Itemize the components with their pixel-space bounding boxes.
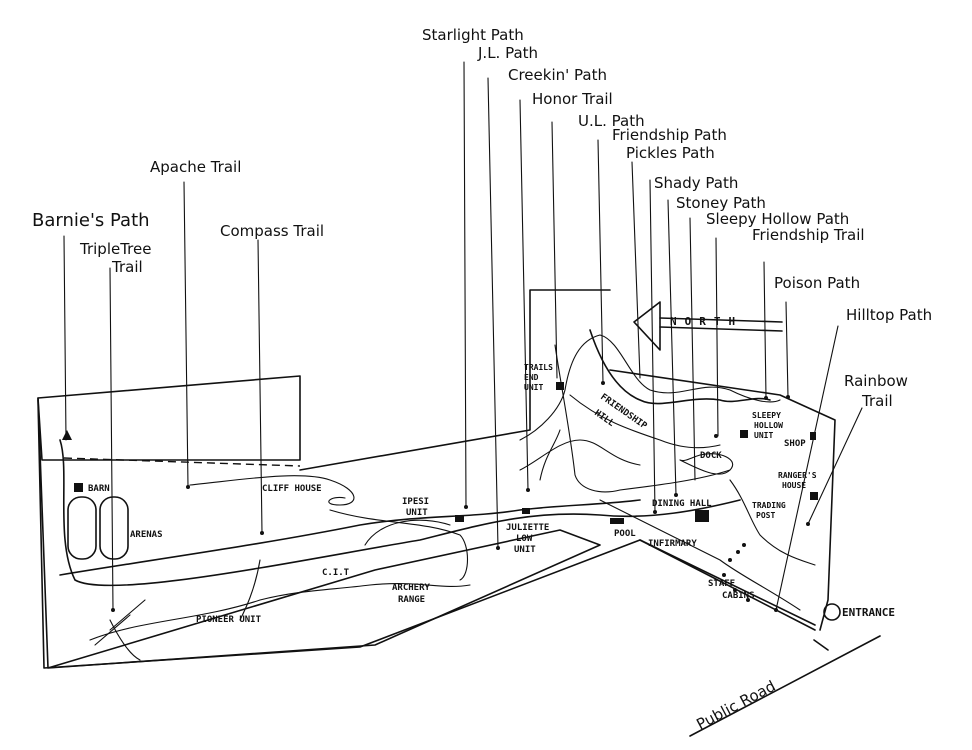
arenas [67, 496, 129, 560]
place-infirmary: INFIRMARY [648, 539, 697, 549]
place-trading-line2: POST [756, 511, 775, 520]
ipesi-building [455, 515, 464, 522]
place-ipesi-line1: IPESI [402, 497, 429, 507]
place-sleepy-hollow-line2: HOLLOW [754, 421, 783, 430]
trail-stoney-path: Stoney Path [676, 194, 766, 212]
place-trails-end-line1: TRAILS [524, 363, 553, 372]
trail-pickles-path: Pickles Path [626, 144, 715, 162]
trail-ul-path: U.L. Path [578, 112, 645, 130]
place-sleepy-hollow-line3: UNIT [754, 431, 773, 440]
place-dining-hall: DINING HALL [652, 499, 712, 509]
place-labels: BARN ARENAS CLIFF HOUSE C.I.T PIONEER UN… [88, 363, 817, 625]
shop-building [810, 432, 816, 440]
place-cit: C.I.T [322, 568, 350, 578]
public-road: Public Road [689, 635, 881, 737]
trail-compass-trail: Compass Trail [220, 222, 324, 240]
place-cliff-house: CLIFF HOUSE [262, 484, 322, 494]
place-archery-line1: ARCHERY [392, 583, 431, 593]
trail-apache-trail: Apache Trail [150, 158, 241, 176]
pool-building [610, 518, 624, 524]
place-dock: DOCK [700, 451, 722, 461]
barn-building [74, 483, 83, 492]
entrance-marker: ENTRANCE [823, 603, 895, 621]
trail-rainbow-line2: Trail [861, 392, 893, 410]
entrance-label: ENTRANCE [842, 606, 895, 619]
place-staff-line1: STAFF [708, 579, 735, 589]
trails-end-building [556, 382, 564, 390]
place-sleepy-hollow-line1: SLEEPY [752, 411, 781, 420]
place-juliette-line1: JULIETTE [506, 523, 549, 533]
trail-jl-path: J.L. Path [477, 44, 538, 62]
trail-creekin-path: Creekin' Path [508, 66, 607, 84]
north-label: NORTH [670, 315, 743, 328]
place-arenas: ARENAS [130, 530, 163, 540]
place-shop: SHOP [784, 439, 806, 449]
trail-labels: Starlight Path J.L. Path Creekin' Path H… [32, 26, 932, 410]
trail-starlight-path: Starlight Path [422, 26, 524, 44]
trail-sleepy-hollow-path: Sleepy Hollow Path [706, 210, 849, 228]
dining-hall-building [695, 510, 709, 522]
place-friendship-hill-line2: HILL [592, 408, 616, 429]
trail-barnies-path: Barnie's Path [32, 210, 150, 231]
place-juliette-line2: LOW [516, 534, 533, 544]
trail-poison-path: Poison Path [774, 274, 860, 292]
building-markers [62, 381, 818, 612]
place-rangers-line2: HOUSE [782, 481, 806, 490]
place-barn: BARN [88, 484, 110, 494]
place-rangers-line1: RANGER'S [778, 471, 817, 480]
leader-lines [63, 61, 863, 611]
trail-rainbow-line1: Rainbow [844, 372, 908, 390]
trail-tripletree-line2: Trail [111, 258, 143, 276]
trail-shady-path: Shady Path [654, 174, 738, 192]
property-boundary [37, 289, 836, 669]
public-road-label: Public Road [693, 677, 778, 734]
trail-friendship-trail: Friendship Trail [752, 226, 865, 244]
trail-tripletree-line1: TripleTree [79, 240, 151, 258]
place-staff-line2: CABINS [722, 591, 755, 601]
trail-honor-trail: Honor Trail [532, 90, 613, 108]
place-juliette-line3: UNIT [514, 545, 536, 555]
rangers-building [810, 492, 818, 500]
north-arrow-icon: NORTH [633, 301, 783, 351]
place-pool: POOL [614, 529, 636, 539]
creek [589, 329, 771, 405]
place-archery-line2: RANGE [398, 595, 425, 605]
trail-friendship-path: Friendship Path [612, 126, 727, 144]
camp-roads [59, 334, 816, 661]
place-ipesi-line2: UNIT [406, 508, 428, 518]
trail-hilltop-path: Hilltop Path [846, 306, 932, 324]
place-pioneer-unit: PIONEER UNIT [196, 615, 262, 625]
place-trails-end-line2: END [524, 373, 539, 382]
sleepy-hollow-building [740, 430, 748, 438]
juliette-building [522, 508, 530, 514]
place-trails-end-line3: UNIT [524, 383, 543, 392]
place-trading-line1: TRADING [752, 501, 786, 510]
